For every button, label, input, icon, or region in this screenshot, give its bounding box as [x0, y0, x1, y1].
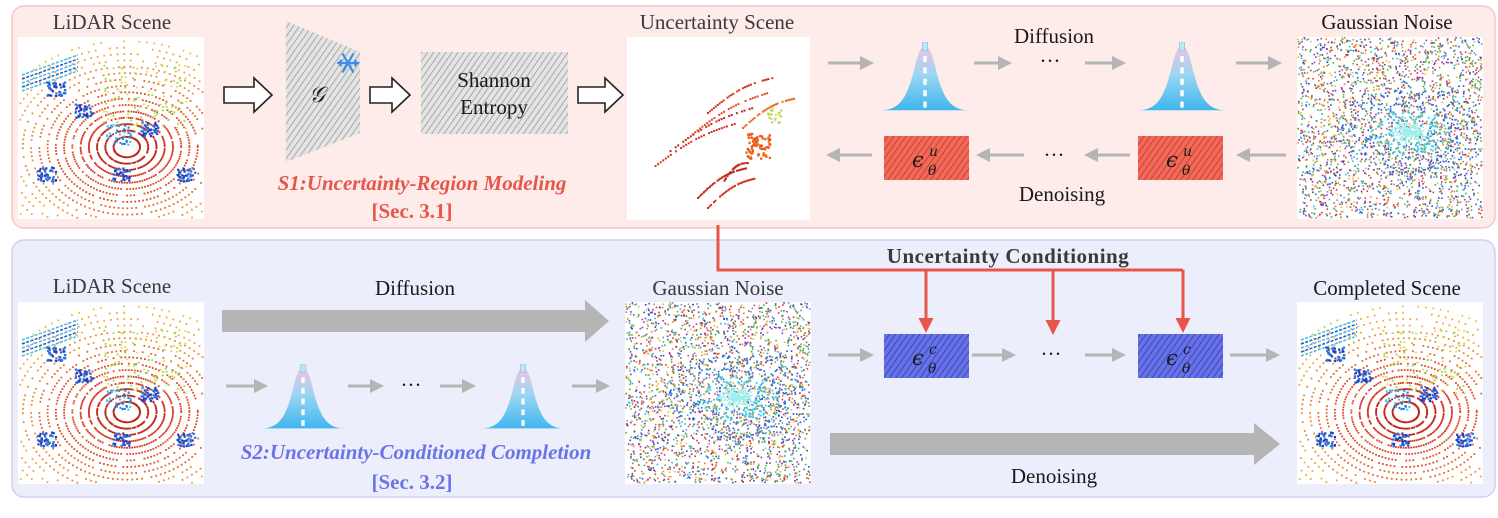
hollow-arrow-3 — [577, 76, 625, 114]
s1-denoising-arrows — [826, 148, 1286, 162]
s2-diffusion-arrows — [226, 379, 610, 393]
s2-denoising-arrows — [828, 348, 1280, 362]
eps-sub: θ — [1182, 361, 1191, 377]
s2-lidar-label: LiDAR Scene — [53, 274, 171, 298]
completed-scene-image — [1297, 302, 1483, 484]
s2-ellipsis-right: ··· — [1041, 342, 1062, 366]
eps-sub: θ — [1182, 163, 1191, 179]
eps-u-block — [1138, 136, 1223, 180]
eps-sup: u — [929, 144, 938, 160]
eps-sup: c — [1183, 342, 1191, 358]
conditioning-label: Uncertainty Conditioning — [887, 244, 1129, 268]
entropy-line1: Shannon — [457, 68, 531, 92]
s2-ellipsis-left: ··· — [401, 373, 422, 397]
s2-title: S2:Uncertainty-Conditioned Completion — [241, 440, 592, 464]
uncertainty-scene-label: Uncertainty Scene — [640, 10, 795, 34]
encoder-symbol: 𝒢 — [309, 83, 328, 108]
hollow-arrow-1 — [223, 76, 274, 114]
s2-big-denoising-arrow — [830, 423, 1280, 465]
shannon-entropy-box — [421, 52, 568, 134]
s1-section: [Sec. 3.1] — [371, 199, 452, 223]
s2-denoising-label: Denoising — [1011, 464, 1098, 488]
eps-u-block — [884, 136, 969, 180]
s1-noise-label: Gaussian Noise — [1321, 10, 1452, 34]
s1-lidar-scene-image — [18, 37, 204, 219]
snowflake-icon — [336, 53, 360, 73]
s1-diffusion-label: Diffusion — [1014, 24, 1095, 48]
eps-sub: θ — [928, 361, 937, 377]
eps-c-block — [884, 334, 969, 378]
entropy-line2: Entropy — [460, 95, 528, 119]
eps-symbol: ϵ — [912, 148, 924, 172]
eps-symbol: ϵ — [912, 346, 924, 370]
s2-section: [Sec. 3.2] — [371, 470, 452, 494]
conditioning-arrows — [716, 225, 1191, 335]
s1-denoising-label: Denoising — [1019, 182, 1106, 206]
uncertainty-scene-image — [627, 37, 810, 220]
hollow-arrow-2 — [369, 76, 412, 114]
s2-noise-label: Gaussian Noise — [652, 276, 783, 300]
s2-lidar-scene-image — [18, 302, 204, 484]
encoder-trapezoid — [286, 21, 360, 162]
eps-sup: u — [1183, 144, 1192, 160]
eps-symbol: ϵ — [1166, 346, 1178, 370]
s2-gaussian-noise-image — [625, 302, 811, 484]
eps-symbol: ϵ — [1166, 148, 1178, 172]
s1-title: S1:Uncertainty-Region Modeling — [278, 171, 567, 195]
s1-diffusion-arrows — [828, 56, 1282, 70]
s1-lidar-label: LiDAR Scene — [53, 10, 171, 34]
s2-diffusion-label: Diffusion — [375, 276, 456, 300]
eps-sub: θ — [928, 163, 937, 179]
eps-c-block — [1138, 334, 1223, 378]
s1-ellipsis-top: ··· — [1040, 49, 1061, 73]
s1-ellipsis-bottom: ··· — [1044, 143, 1065, 167]
completed-scene-label: Completed Scene — [1313, 276, 1461, 300]
eps-sup: c — [929, 342, 937, 358]
s2-big-diffusion-arrow — [222, 300, 609, 342]
s1-gaussian-noise-image — [1297, 37, 1483, 219]
